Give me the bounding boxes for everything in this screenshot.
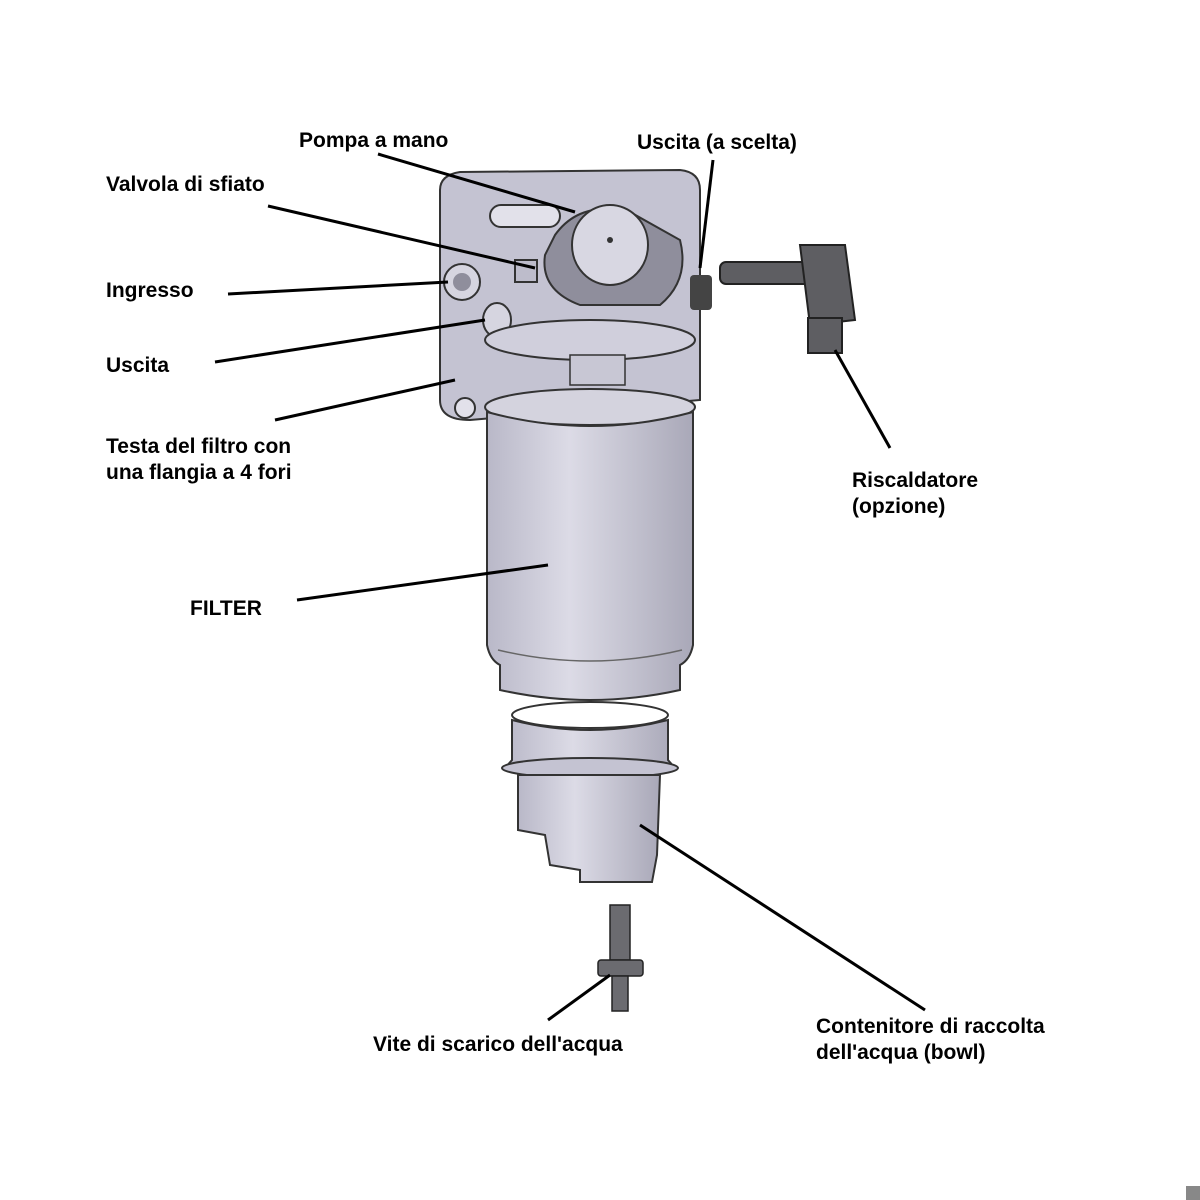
label-heater: Riscaldatore (opzione)	[852, 468, 978, 520]
drain-screw	[597, 904, 644, 1012]
filter-cartridge	[486, 410, 694, 701]
label-filter-head-line1: Testa del filtro con	[106, 435, 292, 458]
label-filter-head: Testa del filtro con una flangia a 4 for…	[106, 434, 292, 486]
label-water-bowl-line2: dell'acqua (bowl)	[816, 1041, 986, 1064]
label-outlet: Uscita	[106, 354, 170, 377]
label-hand-pump: Pompa a mano	[299, 129, 449, 152]
label-drain-screw: Vite di scarico dell'acqua	[373, 1033, 623, 1056]
label-water-bowl-line1: Contenitore di raccolta	[816, 1015, 1045, 1038]
optional-outlet	[690, 275, 712, 310]
label-heater-line1: Riscaldatore	[852, 469, 979, 492]
label-water-bowl: Contenitore di raccolta dell'acqua (bowl…	[816, 1014, 1045, 1066]
label-optional-outlet: Uscita (a scelta)	[637, 131, 797, 154]
leader-lines	[214, 152, 926, 1022]
label-vent-valve: Valvola di sfiato	[106, 173, 265, 196]
label-inlet: Ingresso	[106, 279, 194, 302]
label-filter-head-line2: una flangia a 4 fori	[106, 461, 292, 484]
label-filter: FILTER	[190, 597, 262, 620]
label-heater-line2: (opzione)	[852, 495, 946, 518]
heater	[719, 244, 857, 354]
corner-marker	[1186, 1186, 1200, 1200]
flange-slot	[489, 204, 561, 228]
